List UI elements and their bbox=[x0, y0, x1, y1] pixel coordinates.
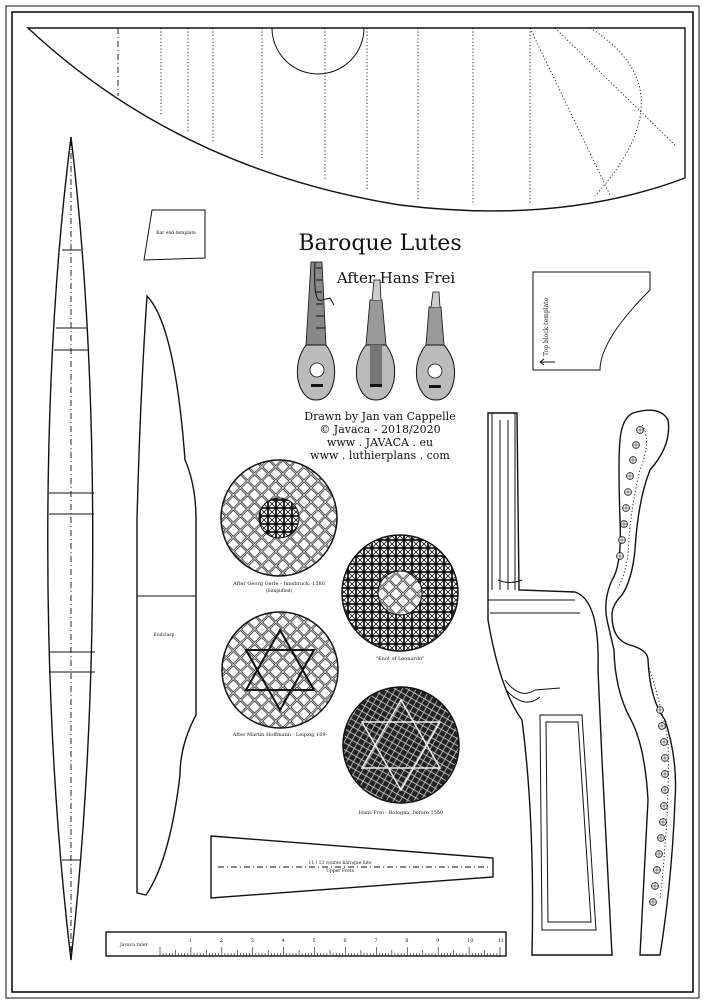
lute-2 bbox=[355, 279, 396, 401]
rose-frei: Hans Frei - Bologna, before 1550 bbox=[342, 686, 460, 816]
credit-site-javaca: www . JAVACA . eu bbox=[327, 436, 433, 449]
ruler-number: 1 bbox=[189, 938, 192, 944]
lute-illustrations bbox=[296, 261, 455, 401]
endclasp-label: Endclasp bbox=[154, 632, 175, 638]
peg-hole-cross bbox=[629, 456, 637, 464]
rose-caption-3: After Martin Hoffmann - Leipzig 169- bbox=[232, 732, 328, 738]
peg-hole-cross bbox=[651, 882, 659, 890]
peg-hole-cross bbox=[618, 536, 626, 544]
lute-3 bbox=[415, 291, 455, 401]
ruler-number: 4 bbox=[282, 938, 285, 944]
page-subtitle: After Hans Frei bbox=[336, 269, 456, 287]
endclasp-template: Endclasp bbox=[136, 294, 197, 896]
rose-subcaption-1: (Simplified) bbox=[266, 587, 293, 594]
top-block-label: Top block template bbox=[543, 297, 550, 356]
ruler[interactable]: Javaca ruler 1 2 3 4 5 6 7 8 9 10 11 bbox=[105, 931, 507, 957]
ruler-number: 3 bbox=[251, 938, 254, 944]
peg-hole-cross bbox=[656, 706, 664, 714]
ruler-number: 9 bbox=[436, 938, 439, 944]
bar-end-template: Bar end template bbox=[143, 209, 206, 261]
peg-hole-cross bbox=[657, 834, 665, 842]
rose-hoffmann: After Martin Hoffmann - Leipzig 169- bbox=[221, 611, 339, 738]
rib-template bbox=[47, 136, 95, 961]
ruler-number: 6 bbox=[343, 938, 346, 944]
rose-caption-1: After Georg Gerle - Innsbruck, 1580 bbox=[232, 581, 325, 587]
peg-hole-cross bbox=[661, 754, 669, 762]
peg-hole-cross bbox=[649, 898, 657, 906]
ruler-number: 11 bbox=[498, 938, 504, 944]
ruler-label: Javaca ruler bbox=[119, 942, 148, 948]
peg-hole-cross bbox=[636, 426, 644, 434]
ruler-number: 2 bbox=[220, 938, 223, 944]
peg-hole-cross bbox=[661, 786, 669, 794]
peg-hole-cross bbox=[660, 738, 668, 746]
bar-end-label: Bar end template bbox=[156, 230, 196, 236]
strip-label: 11 / 13 course baroque lute bbox=[308, 860, 371, 866]
peg-hole-cross bbox=[660, 802, 668, 810]
peg-hole-cross bbox=[658, 722, 666, 730]
ruler-number: 5 bbox=[313, 938, 316, 944]
ruler-number: 7 bbox=[374, 938, 377, 944]
lute-1 bbox=[296, 261, 336, 401]
bass-rider-profile bbox=[605, 409, 677, 956]
rose-gerle: After Georg Gerle - Innsbruck, 1580 (Sim… bbox=[220, 459, 338, 594]
title-block: Baroque Lutes After Hans Frei bbox=[298, 231, 461, 287]
ruler-number: 8 bbox=[405, 938, 408, 944]
peg-hole-cross bbox=[653, 866, 661, 874]
peg-hole-cross bbox=[626, 472, 634, 480]
peg-hole-cross bbox=[624, 488, 632, 496]
credits: Drawn by Jan van Cappelle © Javaca - 201… bbox=[304, 410, 455, 462]
peg-hole-cross bbox=[622, 504, 630, 512]
strip-sublabel: Upper Frets bbox=[326, 868, 355, 874]
peg-holes bbox=[616, 426, 669, 906]
top-block-template: Top block template bbox=[532, 271, 651, 371]
peg-hole-cross bbox=[655, 850, 663, 858]
page-border bbox=[5, 5, 700, 999]
rose-caption-4: Hans Frei - Bologna, before 1550 bbox=[359, 810, 444, 816]
credit-site-luthierplans: www . luthierplans . com bbox=[310, 449, 450, 462]
peg-hole-cross bbox=[661, 770, 669, 778]
rose-leonardo: "Knot of Leonardo" bbox=[341, 534, 459, 662]
credit-copyright: © Javaca - 2018/2020 bbox=[319, 423, 440, 436]
peg-hole-cross bbox=[616, 552, 624, 560]
rose-caption-2: "Knot of Leonardo" bbox=[376, 656, 425, 662]
peg-hole-cross bbox=[632, 441, 640, 449]
half-outline-template bbox=[26, 27, 686, 212]
peg-hole-cross bbox=[659, 818, 667, 826]
credit-drawn-by: Drawn by Jan van Cappelle bbox=[304, 410, 455, 423]
tapered-strip-template: 11 / 13 course baroque lute Upper Frets bbox=[210, 835, 494, 899]
page-title: Baroque Lutes bbox=[298, 231, 461, 256]
neck-pegbox-profile bbox=[487, 412, 613, 956]
peg-hole-cross bbox=[620, 520, 628, 528]
ruler-number: 10 bbox=[467, 938, 473, 944]
